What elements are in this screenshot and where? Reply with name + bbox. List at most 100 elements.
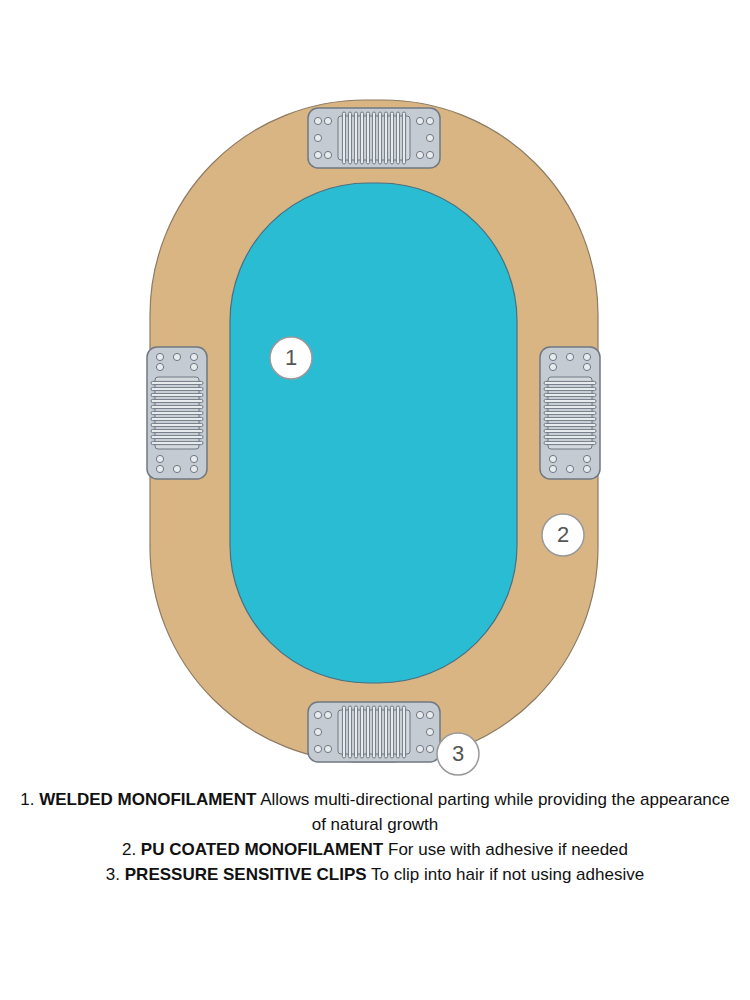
- clip-hole: [566, 465, 573, 472]
- part-name: PRESSURE SENSITIVE CLIPS: [125, 865, 367, 884]
- clip-hole: [549, 455, 556, 462]
- clip-tooth: [390, 706, 393, 758]
- clips-group: [147, 108, 600, 762]
- clip-tooth: [366, 706, 369, 758]
- clip-hole: [583, 353, 590, 360]
- clip-tooth: [151, 435, 203, 438]
- callout-circle: 3: [436, 732, 480, 776]
- clip-tooth: [151, 417, 203, 420]
- clip-body: [540, 347, 600, 479]
- clip-body: [308, 702, 440, 762]
- clip-tooth: [544, 393, 596, 396]
- callout-number: 3: [452, 743, 464, 765]
- clip-hole: [314, 728, 321, 735]
- clip-tooth: [544, 435, 596, 438]
- clip-hole: [324, 117, 331, 124]
- list-item: 2. PU COATED MONOFILAMENT For use with a…: [20, 837, 730, 862]
- clip-hole: [549, 465, 556, 472]
- clip-tooth: [151, 399, 203, 402]
- clip-tooth: [378, 112, 381, 164]
- clip-hole: [190, 455, 197, 462]
- clip-tooth: [354, 706, 357, 758]
- clip-hole: [583, 465, 590, 472]
- clip-tooth: [390, 112, 393, 164]
- clip-hole: [549, 353, 556, 360]
- clip-tooth: [151, 429, 203, 432]
- clip-tooth: [348, 112, 351, 164]
- clip-tooth: [384, 112, 387, 164]
- clip-hole: [314, 711, 321, 718]
- clip-tooth: [372, 112, 375, 164]
- clip-hole: [156, 465, 163, 472]
- clip-hole: [156, 455, 163, 462]
- clip-body: [308, 108, 440, 168]
- clip-hole: [156, 363, 163, 370]
- clip-hole: [566, 353, 573, 360]
- clip-tooth: [372, 706, 375, 758]
- clip-hole: [583, 455, 590, 462]
- clip-tooth: [366, 112, 369, 164]
- callout-circle: 2: [541, 513, 585, 557]
- legend-list: 1. WELDED MONOFILAMENT Allows multi-dire…: [20, 787, 730, 887]
- clip-tooth: [544, 429, 596, 432]
- clip-hole: [173, 353, 180, 360]
- clip-tooth: [384, 706, 387, 758]
- clip-tooth: [396, 706, 399, 758]
- clip-hole: [426, 711, 433, 718]
- clip-tooth: [354, 112, 357, 164]
- list-number: 1.: [20, 790, 34, 809]
- clip-hole: [314, 117, 321, 124]
- clip-hole: [416, 711, 423, 718]
- clip-tooth: [402, 706, 405, 758]
- clip-hole: [324, 151, 331, 158]
- clip-tooth: [544, 399, 596, 402]
- clip-hole: [324, 711, 331, 718]
- pressure-clip: [540, 347, 600, 479]
- clip-tooth: [151, 405, 203, 408]
- clip-tooth: [544, 405, 596, 408]
- clip-tooth: [342, 112, 345, 164]
- part-description: Allows multi-directional parting while p…: [260, 790, 730, 834]
- clip-hole: [190, 465, 197, 472]
- callout-number: 2: [557, 524, 569, 546]
- clip-tooth: [544, 387, 596, 390]
- clip-tooth: [151, 381, 203, 384]
- callout-ring: [542, 514, 584, 556]
- pressure-clip: [147, 347, 207, 479]
- clip-tooth: [151, 393, 203, 396]
- callout-ring: [270, 337, 312, 379]
- list-item: 3. PRESSURE SENSITIVE CLIPS To clip into…: [20, 862, 730, 887]
- clip-hole: [324, 745, 331, 752]
- clip-tooth: [378, 706, 381, 758]
- clip-tooth: [342, 706, 345, 758]
- callout-circle: 1: [269, 336, 313, 380]
- clip-tooth: [360, 112, 363, 164]
- clip-tooth: [151, 411, 203, 414]
- clip-tooth: [544, 381, 596, 384]
- clip-hole: [426, 151, 433, 158]
- clip-tooth: [396, 112, 399, 164]
- clip-tooth: [544, 411, 596, 414]
- clip-hole: [583, 363, 590, 370]
- clip-tooth: [544, 441, 596, 444]
- clip-hole: [549, 363, 556, 370]
- part-description: To clip into hair if not using adhesive: [371, 865, 644, 884]
- clip-hole: [156, 353, 163, 360]
- clip-tooth: [151, 423, 203, 426]
- clip-hole: [314, 134, 321, 141]
- list-item: 1. WELDED MONOFILAMENT Allows multi-dire…: [20, 787, 730, 837]
- clip-hole: [416, 117, 423, 124]
- part-description: For use with adhesive if needed: [388, 840, 628, 859]
- list-number: 2.: [122, 840, 136, 859]
- clip-tooth: [544, 423, 596, 426]
- clip-body: [147, 347, 207, 479]
- clip-tooth: [544, 417, 596, 420]
- pressure-clip: [308, 108, 440, 168]
- clip-tooth: [151, 441, 203, 444]
- clip-tooth: [151, 387, 203, 390]
- clip-hole: [416, 745, 423, 752]
- clip-hole: [426, 134, 433, 141]
- callout-ring: [437, 733, 479, 775]
- welded-monofilament-area: [230, 183, 517, 683]
